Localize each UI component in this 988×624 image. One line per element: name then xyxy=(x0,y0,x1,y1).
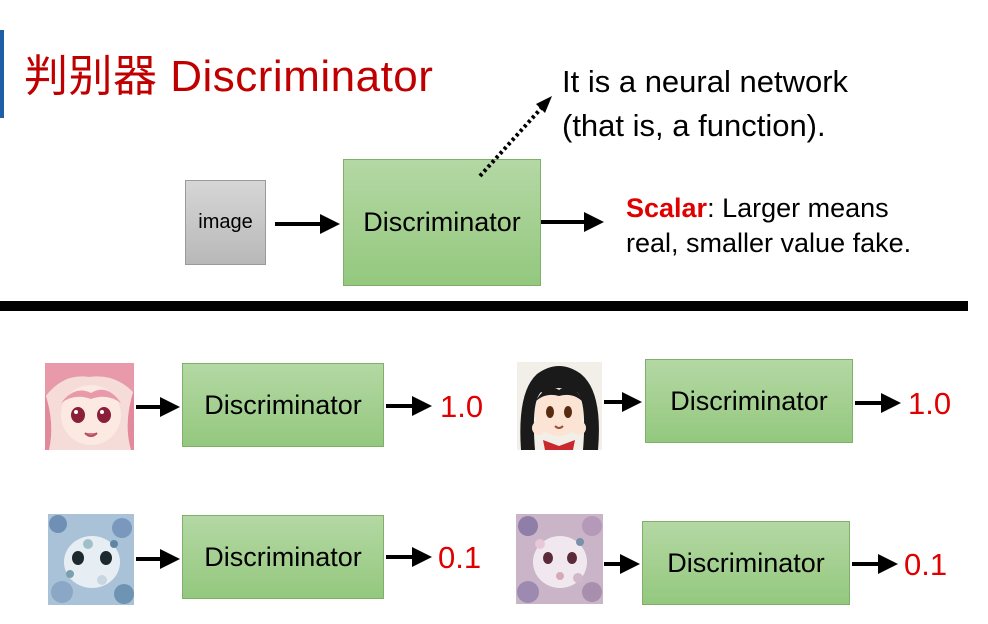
discriminator-box-example-2: Discriminator xyxy=(645,359,853,443)
scalar-description: Scalar: Larger means real, smaller value… xyxy=(626,191,911,261)
network-note: It is a neural network (that is, a funct… xyxy=(562,60,848,148)
score-example-3: 0.1 xyxy=(438,540,482,575)
discriminator-label-main: Discriminator xyxy=(363,207,521,237)
discriminator-label-example-1: Discriminator xyxy=(204,389,362,420)
scalar-keyword: Scalar xyxy=(626,193,708,223)
score-example-1: 1.0 xyxy=(440,389,484,424)
example-image-fake-1 xyxy=(48,514,134,605)
discriminator-box-example-3: Discriminator xyxy=(182,515,384,599)
example-image-real-2 xyxy=(517,362,602,450)
section-divider xyxy=(0,301,968,311)
arrow-dotted-note xyxy=(478,102,547,178)
input-image-label: image xyxy=(198,211,253,233)
discriminator-label-example-3: Discriminator xyxy=(204,541,362,572)
scalar-text-line1: : Larger means xyxy=(707,193,889,223)
title-accent-bar xyxy=(0,30,4,118)
network-note-line2: (that is, a function). xyxy=(562,108,826,143)
score-example-4: 0.1 xyxy=(904,547,948,582)
slide-title: 判别器 Discriminator xyxy=(24,52,434,101)
example-image-fake-2 xyxy=(516,514,603,604)
arrow-dotted-note-head xyxy=(536,96,552,113)
scalar-text-line2: real, smaller value fake. xyxy=(626,228,912,258)
score-example-2: 1.0 xyxy=(908,386,952,421)
discriminator-box-example-4: Discriminator xyxy=(642,521,850,605)
discriminator-box-main: Discriminator xyxy=(343,159,541,286)
discriminator-label-example-2: Discriminator xyxy=(670,385,828,416)
network-note-line1: It is a neural network xyxy=(562,64,849,99)
discriminator-box-example-1: Discriminator xyxy=(182,363,384,447)
discriminator-label-example-4: Discriminator xyxy=(667,547,825,578)
example-image-real-1 xyxy=(45,363,134,450)
input-image-box: image xyxy=(185,180,266,265)
